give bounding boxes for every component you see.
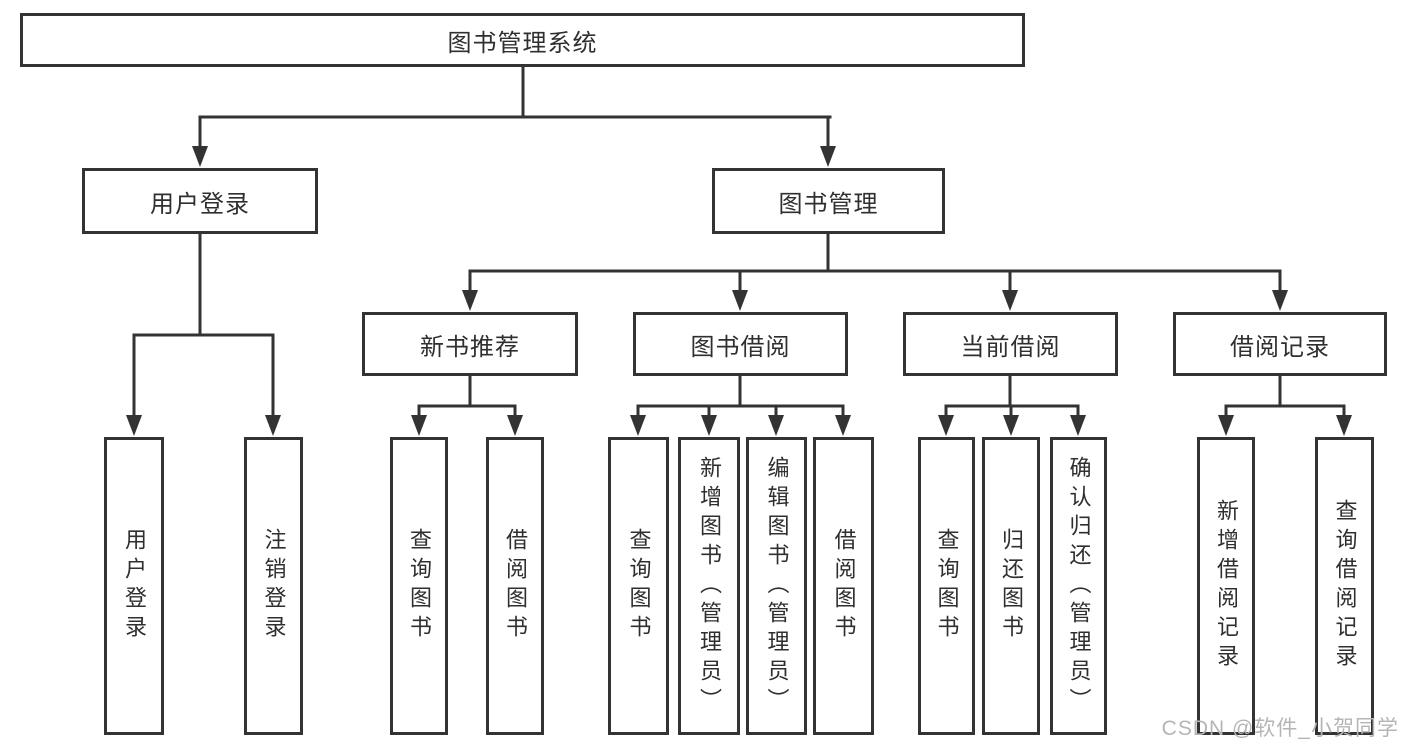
leaf-query-books-recommend: 查询图书 <box>390 437 448 735</box>
node-borrowing-records: 借阅记录 <box>1173 312 1387 376</box>
watermark: CSDN @软件_小贺同学 <box>1161 717 1399 740</box>
leaf-confirm-return-admin: 确认归还（管理员） <box>1050 437 1107 735</box>
leaf-query-books-borrow: 查询图书 <box>608 437 669 735</box>
leaf-logout: 注销登录 <box>244 437 303 735</box>
leaf-add-borrow-record: 新增借阅记录 <box>1197 437 1255 735</box>
leaf-borrow-books: 借阅图书 <box>813 437 874 735</box>
node-new-book-recommendation: 新书推荐 <box>362 312 578 376</box>
node-book-borrowing: 图书借阅 <box>633 312 848 376</box>
node-book-management: 图书管理 <box>712 168 945 234</box>
node-root-system: 图书管理系统 <box>20 13 1025 67</box>
leaf-borrow-books-recommend: 借阅图书 <box>486 437 544 735</box>
leaf-edit-books-admin: 编辑图书（管理员） <box>746 437 807 735</box>
node-user-login: 用户登录 <box>82 168 318 234</box>
leaf-return-books: 归还图书 <box>982 437 1040 735</box>
leaf-add-books-admin: 新增图书（管理员） <box>678 437 740 735</box>
leaf-query-borrow-record: 查询借阅记录 <box>1315 437 1374 735</box>
leaf-query-books-current: 查询图书 <box>918 437 975 735</box>
leaf-user-login: 用户登录 <box>104 437 164 735</box>
node-current-borrowing: 当前借阅 <box>903 312 1118 376</box>
